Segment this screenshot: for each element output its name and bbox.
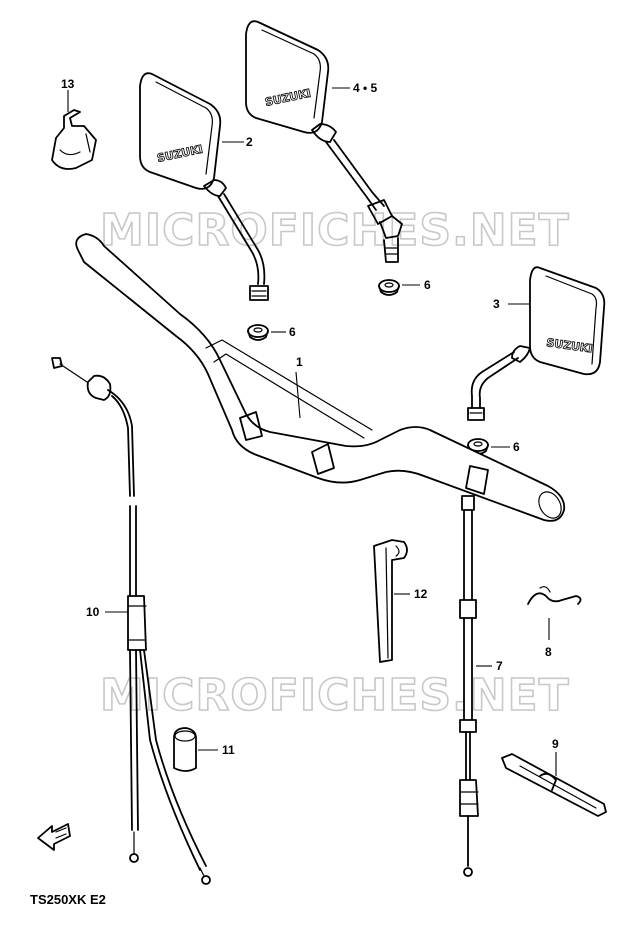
nut-b-part [247,324,286,341]
callout-6b: 6 [289,325,296,339]
throttle-cable-part [51,357,211,885]
holder-part [373,539,410,663]
band-part [501,752,607,817]
callout-4-5: 4 • 5 [353,81,378,95]
callout-6c: 6 [513,440,520,454]
callout-1: 1 [296,355,303,369]
clamp-part [51,90,97,170]
callout-12: 12 [414,587,428,601]
clutch-cable-part [459,495,492,877]
watermark-bottom: MICROFICHES.NET [100,670,570,721]
handlebar-part [75,233,566,522]
callout-9: 9 [552,737,559,751]
cap-part [173,727,218,772]
callout-10: 10 [86,605,100,619]
clip-part [527,586,582,640]
callout-6a: 6 [424,278,431,292]
diagram-code: TS250XK E2 [30,892,106,907]
mirror-right-part: SUZUKI [467,266,606,421]
mirror-set-part: SUZUKI [245,20,403,263]
callout-13: 13 [61,77,75,91]
watermark-top: MICROFICHES.NET [100,205,570,256]
callout-7: 7 [496,659,503,673]
callout-11: 11 [222,743,235,757]
callout-2: 2 [246,135,253,149]
mirror-left-part: SUZUKI [139,72,269,301]
nut-a-part [378,279,420,296]
callout-3: 3 [493,297,500,311]
callout-8: 8 [545,645,552,659]
direction-arrow-icon [37,823,71,851]
